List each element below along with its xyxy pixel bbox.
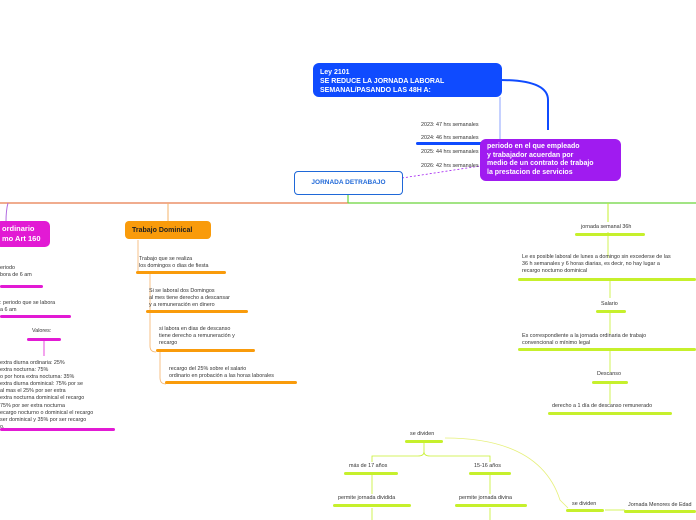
hours-2023: 2023: 47 hrs semanales: [421, 121, 479, 128]
semanal-title: jornada semanal 36h: [581, 224, 632, 230]
valores-text: extra diurna ordinaria: 25% extra noctur…: [0, 360, 94, 430]
descanso-label: Descanso: [597, 371, 621, 377]
semanal-item-1-underline: [518, 278, 696, 281]
definition-line-1: periodo en el que empleado: [487, 143, 580, 150]
dominical-item-4-underline: [165, 381, 297, 384]
law-2101-box[interactable]: Ley 2101 SE REDUCE LA JORNADA LABORAL SE…: [313, 63, 502, 97]
salario-label: Salario: [601, 301, 618, 307]
law-title: Ley 2101: [320, 69, 350, 76]
descanso-text-underline: [548, 412, 672, 415]
ordinario-item-1-underline: [0, 285, 43, 288]
salario-text: Es correspondiente a la jornada ordinari…: [522, 333, 647, 346]
rule-jornada-dividida: permite jornada dividida: [338, 495, 396, 501]
hours-underline: [416, 142, 502, 145]
dominical-item-1: Trabajo que se realiza los domingos o di…: [139, 256, 209, 269]
dominical-item-2: Si se laboral dos Domingos al mes tiene …: [149, 288, 230, 308]
jornada-menores-underline: [624, 510, 696, 513]
ordinario-title-1: ordinario: [2, 224, 35, 233]
dominical-item-4: recargo del 25% sobre el salario ordinar…: [169, 366, 274, 379]
age-group-17-underline: [344, 472, 398, 475]
dominical-item-1-underline: [136, 271, 226, 274]
central-topic[interactable]: JORNADA DETRABAJO: [294, 171, 403, 195]
se-dividen-label-2: se dividen: [572, 501, 597, 507]
descanso-underline: [592, 381, 628, 384]
ordinario-item-2-underline: [0, 315, 71, 318]
se-dividen-1-underline: [405, 440, 443, 443]
definition-line-4: la prestacion de servicios: [487, 168, 573, 176]
salario-text-underline: [518, 348, 696, 351]
jornada-menores-title: Jornada Menores de Edad: [628, 502, 692, 508]
age-group-17: más de 17 años: [349, 463, 388, 469]
age-group-15-16: 15-16 años: [474, 463, 501, 469]
dominical-item-3-underline: [156, 349, 255, 352]
law-line-2: SE REDUCE LA JORNADA LABORAL: [320, 78, 445, 85]
definition-line-2: y trabajador acuerdan por: [487, 151, 574, 159]
ordinario-box[interactable]: ordinario mo Art 160: [0, 221, 50, 247]
rule-1-underline: [333, 504, 411, 507]
ordinario-item-2: : periodo que se labora a 6 am: [0, 300, 56, 313]
age-group-15-16-underline: [469, 472, 511, 475]
rule-jornada-divina: permite jornada divina: [459, 495, 513, 501]
ordinario-item-1: eriodo bora de 6 am: [0, 265, 32, 278]
hours-2024: 2024: 46 hrs semanales: [421, 135, 479, 142]
valores-label: Valores:: [32, 328, 52, 334]
ordinario-title-2: mo Art 160: [2, 234, 41, 243]
trabajo-dominical-box[interactable]: Trabajo Dominical: [125, 221, 211, 239]
se-dividen-label-1: se dividen: [410, 431, 435, 437]
salario-underline: [596, 310, 626, 313]
semanal-title-underline: [575, 233, 645, 236]
law-line-3: SEMANAL/PASANDO LAS 48H A:: [320, 87, 431, 94]
valores-text-underline: [0, 428, 115, 431]
hours-2025: 2025: 44 hrs semanales: [421, 148, 479, 155]
se-dividen-2-underline: [566, 509, 604, 512]
definition-box[interactable]: periodo en el que empleado y trabajador …: [480, 139, 621, 181]
dominical-item-3: si labora en dias de descanso tiene dere…: [159, 326, 235, 346]
dominical-item-2-underline: [146, 310, 248, 313]
semanal-item-1: Le es posible laboral de lunes a domingo…: [522, 254, 671, 274]
valores-underline: [27, 338, 61, 341]
hours-schedule: 2023: 47 hrs semanales 2024: 46 hrs sema…: [421, 115, 479, 176]
rule-2-underline: [455, 504, 527, 507]
definition-line-3: medio de un contrato de trabajo: [487, 160, 594, 167]
hours-2026: 2026: 42 hrs semanales: [421, 162, 479, 169]
descanso-text: derecho a 1 día de descanso remunerado: [552, 403, 653, 409]
